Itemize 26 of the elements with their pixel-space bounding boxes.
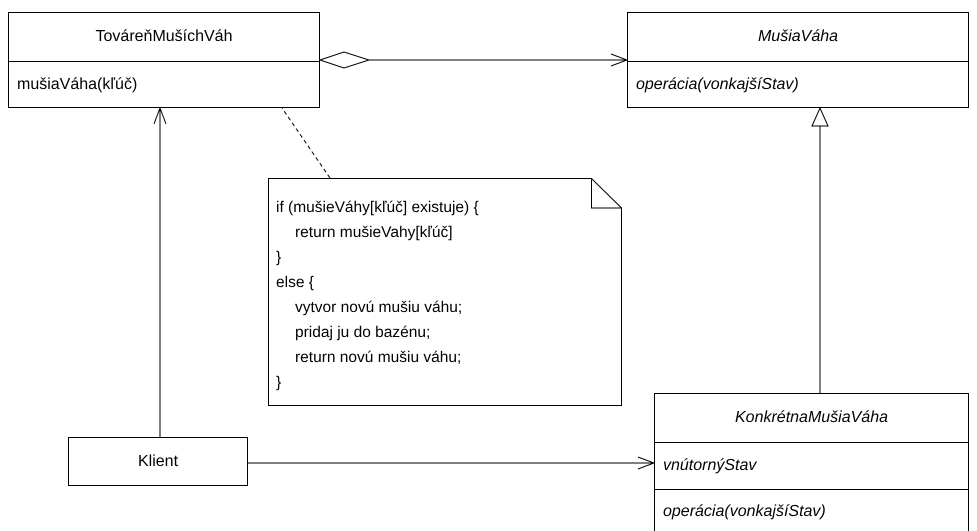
class-box: [654, 393, 969, 531]
class-member: mušiaVáha(kľúč): [9, 61, 319, 108]
aggregation-arrow: [320, 52, 628, 68]
code-line: vytvor novú mušiu váhu;: [295, 299, 462, 317]
association-arrow: [154, 108, 166, 438]
code-line: else {: [276, 274, 314, 292]
class-member: operácia(vonkajšíStav): [628, 61, 968, 108]
code-line: }: [276, 249, 282, 267]
class-box: [68, 437, 248, 486]
code-line: }: [276, 374, 282, 392]
code-line: return mušieVahy[kľúč]: [295, 224, 453, 242]
association-arrow: [248, 456, 654, 470]
inheritance-arrow: [812, 108, 828, 394]
code-line: return novú mušiu váhu;: [295, 349, 462, 367]
code-line: pridaj ju do bazénu;: [295, 324, 430, 342]
class-name: TováreňMušíchVáh: [94, 27, 234, 47]
code-line: if (mušieVáhy[kľúč] existuje) {: [276, 199, 479, 217]
note-box: [268, 178, 622, 406]
class-member: vnútornýStav: [655, 442, 968, 489]
class-name: Klient: [138, 452, 178, 470]
class-name: MušiaVáha: [756, 27, 840, 47]
class-name: KonkrétnaMušiaVáha: [734, 408, 889, 428]
class-box: [8, 12, 320, 108]
class-member: operácia(vonkajšíStav): [655, 489, 968, 531]
note-link: [282, 108, 330, 178]
class-box: [627, 12, 969, 108]
